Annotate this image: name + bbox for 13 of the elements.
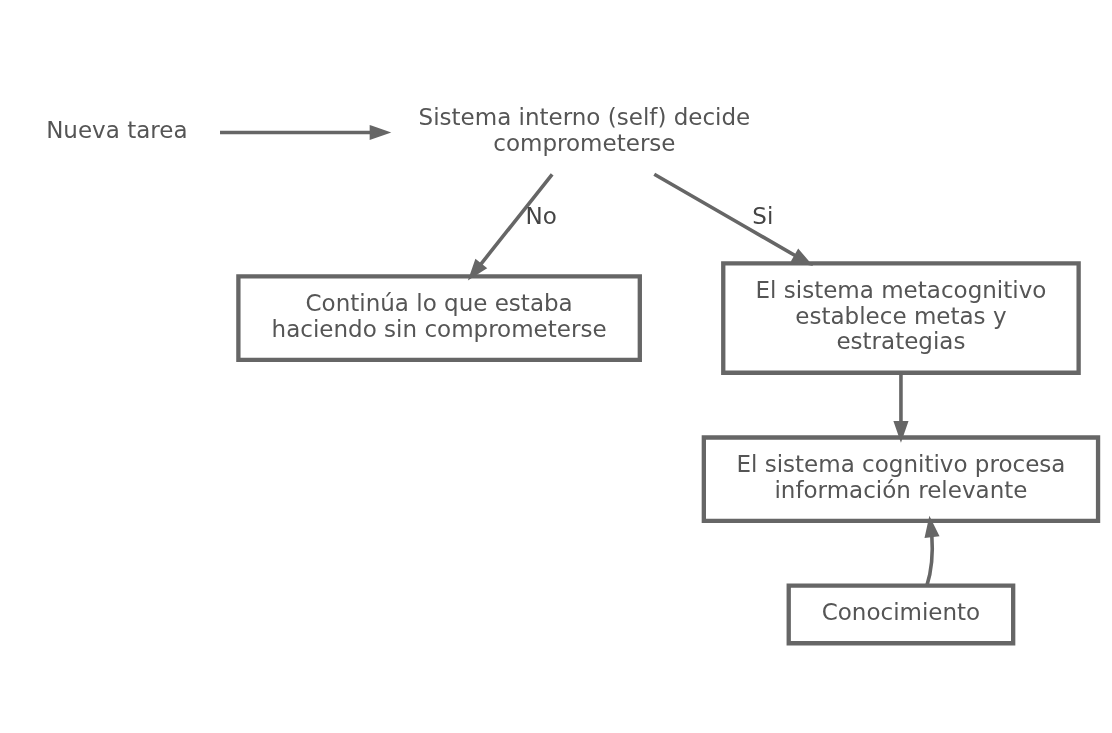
node-text: Nueva tarea (46, 116, 188, 143)
node-box: Conocimiento (786, 583, 1016, 645)
arrow (653, 172, 814, 266)
edge-label: Si (752, 202, 774, 229)
node-box: El sistema metacognitivo establece metas y estrategias (721, 260, 1081, 375)
node-text: Sistema interno (self) decide comprometerse (418, 103, 751, 156)
node-box: El sistema cognitivo procesa información relevante (701, 434, 1101, 523)
arrow (924, 515, 940, 586)
arrow (220, 124, 392, 140)
arrow (893, 372, 909, 443)
arrow (467, 172, 554, 280)
edge-label: No (525, 202, 557, 229)
node-box: Continúa lo que estaba haciendo sin comprometerse (236, 273, 642, 362)
